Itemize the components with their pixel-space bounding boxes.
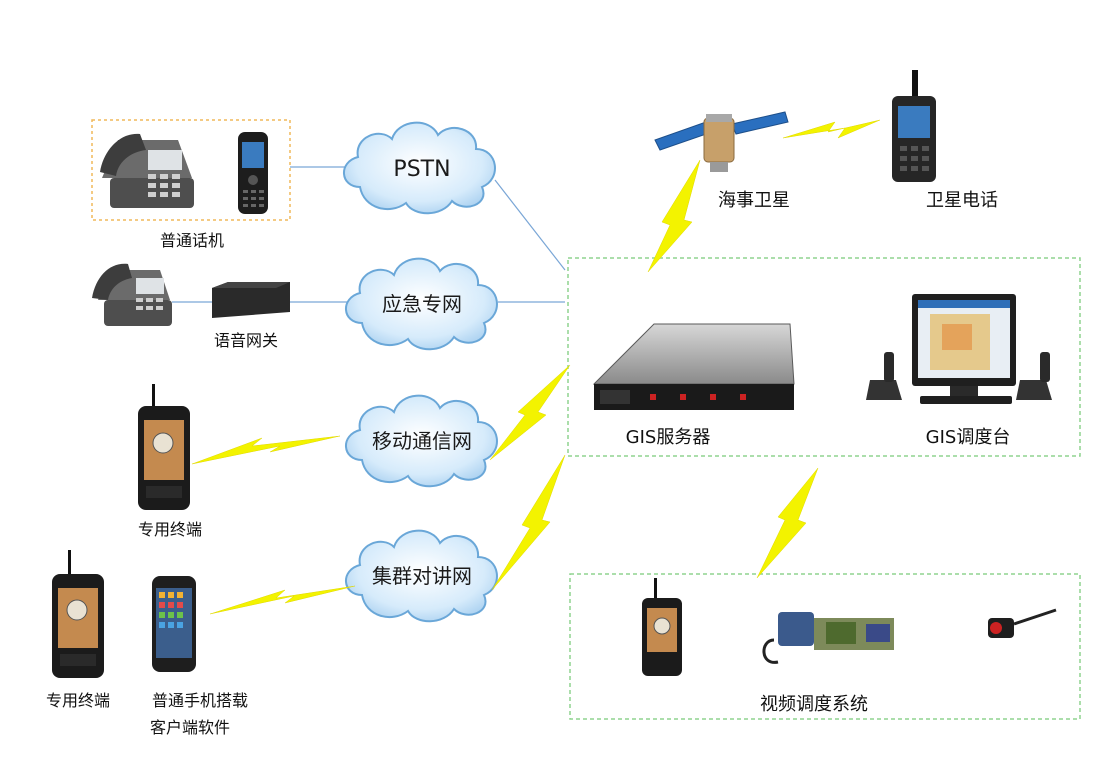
lightning-satellite-server — [647, 159, 701, 273]
voice-gateway-icon — [212, 282, 290, 318]
lightning-terminal-trunk — [209, 585, 356, 615]
satellite-icon — [654, 111, 789, 172]
desk-phone-icon — [100, 133, 194, 208]
satellite-phone-label: 卫星电话 — [926, 190, 998, 211]
emergency-network-label: 应急专网 — [382, 292, 462, 316]
phone-client-label-line2: 客户端软件 — [150, 718, 230, 737]
mobile-phone-icon — [238, 132, 268, 214]
gis-server-label: GIS服务器 — [626, 427, 711, 448]
pstn-label: PSTN — [393, 157, 450, 182]
trunk-network-label: 集群对讲网 — [372, 564, 472, 588]
voice-gateway-label: 语音网关 — [214, 331, 278, 350]
smartphone-icon — [152, 576, 196, 672]
lightning-mobile-server — [489, 364, 571, 461]
landline-label: 普通话机 — [160, 231, 224, 250]
desk-phone-icon-2 — [92, 263, 172, 326]
wireless-links — [191, 119, 881, 615]
phone-client-label-line1: 普通手机搭载 — [152, 691, 248, 710]
rugged-terminal-icon-2 — [52, 550, 104, 678]
maritime-satellite-label: 海事卫星 — [718, 190, 790, 211]
lightning-terminal-mobile — [191, 435, 341, 465]
lightning-trunk-server — [491, 454, 566, 591]
server-rack-icon — [592, 323, 795, 410]
body-camera-icon — [762, 612, 894, 664]
link-lines — [172, 166, 566, 303]
terminal-top-label: 专用终端 — [138, 520, 202, 539]
landline-group-box — [91, 119, 291, 221]
lightning-gis-video — [756, 467, 819, 579]
video-terminal-icon — [642, 578, 682, 676]
lightning-satellite-phone — [782, 119, 881, 139]
dispatch-console-icon — [866, 294, 1052, 404]
video-system-label: 视频调度系统 — [760, 694, 868, 715]
satellite-phone-icon — [892, 70, 936, 182]
rugged-terminal-icon — [138, 384, 190, 510]
video-system-box — [569, 573, 1081, 720]
gis-center-box — [567, 257, 1081, 457]
mini-camera-icon — [988, 608, 1057, 638]
terminal-bottom-label: 专用终端 — [46, 691, 110, 710]
gis-console-label: GIS调度台 — [926, 427, 1011, 448]
mobile-network-label: 移动通信网 — [372, 429, 472, 453]
